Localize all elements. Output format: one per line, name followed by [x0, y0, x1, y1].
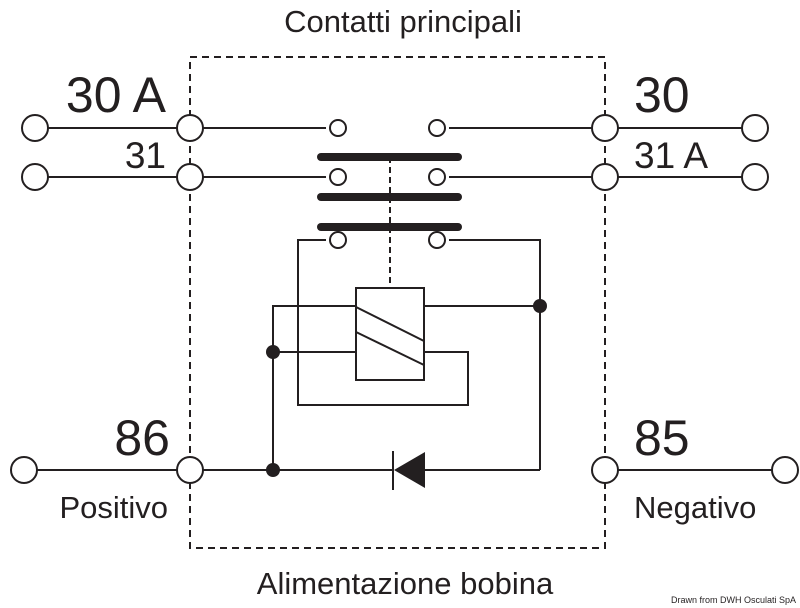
wire-coil-left [272, 305, 356, 470]
diode [394, 452, 425, 488]
junction-dot [266, 345, 280, 359]
outer-terminal-85 [771, 456, 799, 484]
coil [355, 287, 425, 381]
label-86: 86 [114, 410, 170, 466]
contact-point [329, 119, 347, 137]
contact-point [428, 231, 446, 249]
relay-housing-outline [189, 56, 606, 549]
label-31a: 31 A [634, 135, 708, 176]
label-30: 30 [634, 67, 690, 123]
outer-terminal-30a [21, 114, 49, 142]
label-30a: 30 A [66, 67, 167, 123]
contact-point [428, 119, 446, 137]
label-85: 85 [634, 410, 690, 466]
contact-point [329, 231, 347, 249]
terminal-85 [591, 456, 619, 484]
label-positive: Positivo [59, 490, 168, 525]
terminal-30 [591, 114, 619, 142]
junction-dot [266, 463, 280, 477]
terminal-30a [176, 114, 204, 142]
contact-point [428, 168, 446, 186]
outer-terminal-31a [741, 163, 769, 191]
outer-terminal-31 [21, 163, 49, 191]
outer-terminal-86 [10, 456, 38, 484]
terminal-31a [591, 163, 619, 191]
credit-text: Drawn from DWH Osculati SpA [671, 595, 796, 605]
bottom-label: Alimentazione bobina [257, 566, 554, 601]
label-negative: Negativo [634, 490, 756, 525]
wire-aux-loop [297, 239, 469, 406]
wire-coil-right [449, 239, 541, 470]
label-31: 31 [125, 135, 166, 176]
diagram-title: Contatti principali [284, 4, 522, 39]
terminal-86 [176, 456, 204, 484]
terminal-31 [176, 163, 204, 191]
contact-point [329, 168, 347, 186]
outer-terminal-30 [741, 114, 769, 142]
junction-dot [533, 299, 547, 313]
